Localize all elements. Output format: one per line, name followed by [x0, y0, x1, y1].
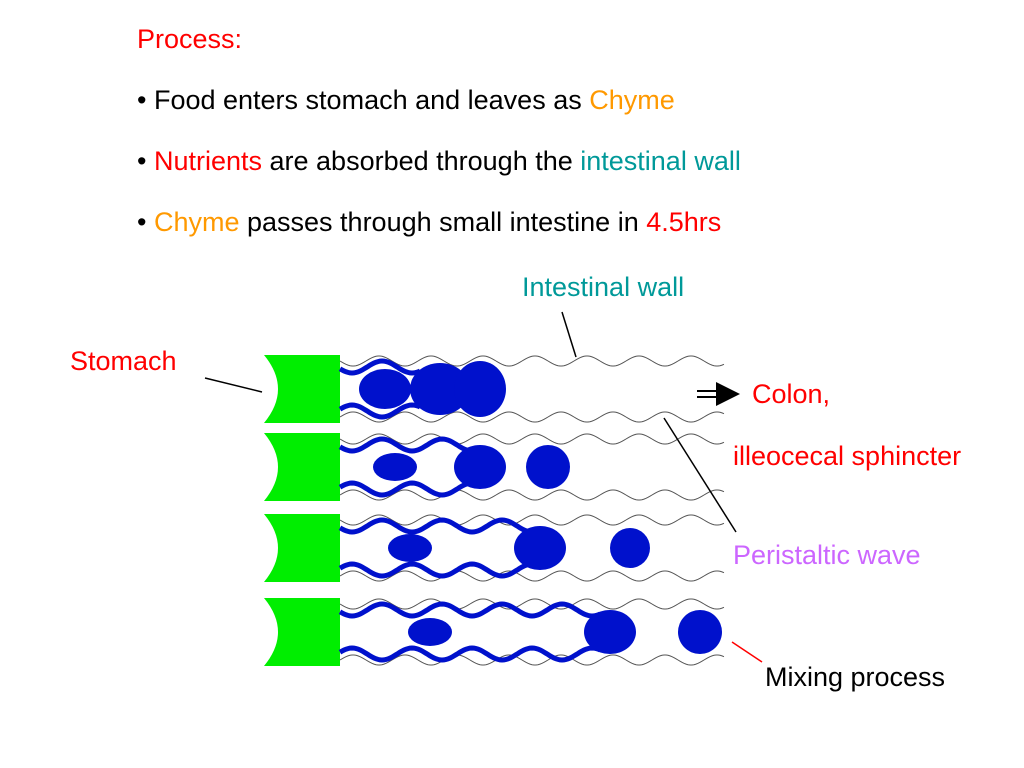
chyme-bolus: [373, 453, 417, 481]
label-peristaltic-wave: Peristaltic wave: [733, 540, 921, 570]
chyme-term: Chyme: [153, 207, 240, 237]
intestinal-wall-bottom: [339, 489, 725, 501]
chyme-bolus: [408, 618, 452, 646]
stomach-block: [264, 355, 340, 423]
process-title: Process:: [137, 24, 243, 54]
chyme-bolus: [526, 445, 570, 489]
wall-segment-bottom: [338, 645, 601, 663]
chyme-bolus: [454, 445, 506, 489]
label-colon: Colon,: [752, 379, 831, 409]
bullet-marker: •: [137, 146, 147, 176]
chyme-bolus: [388, 534, 432, 562]
stomach-block: [264, 514, 340, 582]
wall-segment-bottom: [338, 561, 541, 579]
nutrients-term: Nutrients: [153, 146, 263, 176]
wall-segment-top: [338, 601, 601, 619]
chyme-bolus: [454, 361, 506, 417]
intestinal-wall-top: [339, 598, 725, 610]
chyme-bolus: [514, 526, 566, 570]
label-sphincter: illeocecal sphincter: [733, 441, 962, 471]
chyme-bolus: [359, 369, 411, 409]
intestinal-wall-top: [339, 433, 725, 445]
label-mixing-process: Mixing process: [765, 662, 946, 692]
right-arrow-icon: [716, 382, 740, 406]
bullet-text: passes through small intestine in: [239, 207, 647, 237]
intestinal-wall-term: intestinal wall: [580, 146, 741, 176]
intestinal-wall-bottom: [339, 411, 725, 423]
stomach-block: [264, 598, 340, 666]
intestinal-wall-bottom: [339, 570, 725, 582]
stomach-block: [264, 433, 340, 501]
bullet-nutrients: • Nutrients are absorbed through the int…: [137, 146, 741, 177]
peristaltic-pointer: [663, 417, 737, 533]
label-intestinal-wall: Intestinal wall: [522, 272, 685, 302]
chyme-bolus: [410, 363, 470, 415]
bullet-marker: •: [137, 85, 147, 115]
bullet-text: Food enters stomach and leaves as: [153, 85, 590, 115]
chyme-bolus: [584, 610, 636, 654]
wall-segment-bottom: [338, 480, 481, 498]
wall-segment-top: [338, 358, 421, 376]
intestinal-wall-bottom: [339, 654, 725, 666]
wall-segment-top: [338, 436, 481, 454]
chyme-term: Chyme: [589, 85, 675, 115]
bullet-chyme-passes: • Chyme passes through small intestine i…: [137, 207, 721, 238]
bullet-marker: •: [137, 207, 147, 237]
intestinal-wall-top: [339, 514, 725, 526]
label-stomach: Stomach: [70, 346, 177, 376]
bullet-text: are absorbed through the: [262, 146, 581, 176]
stomach-pointer: [204, 377, 263, 393]
chyme-bolus: [678, 610, 722, 654]
bullet-food-enters: • Food enters stomach and leaves as Chym…: [137, 85, 675, 116]
mixing-pointer: [731, 641, 763, 663]
wall-segment-top: [338, 517, 541, 535]
duration-value: 4.5hrs: [646, 207, 722, 237]
wall-segment-bottom: [338, 402, 421, 420]
intestinal-wall-top: [339, 355, 725, 367]
chyme-bolus: [610, 528, 650, 568]
wall-pointer: [561, 311, 577, 358]
